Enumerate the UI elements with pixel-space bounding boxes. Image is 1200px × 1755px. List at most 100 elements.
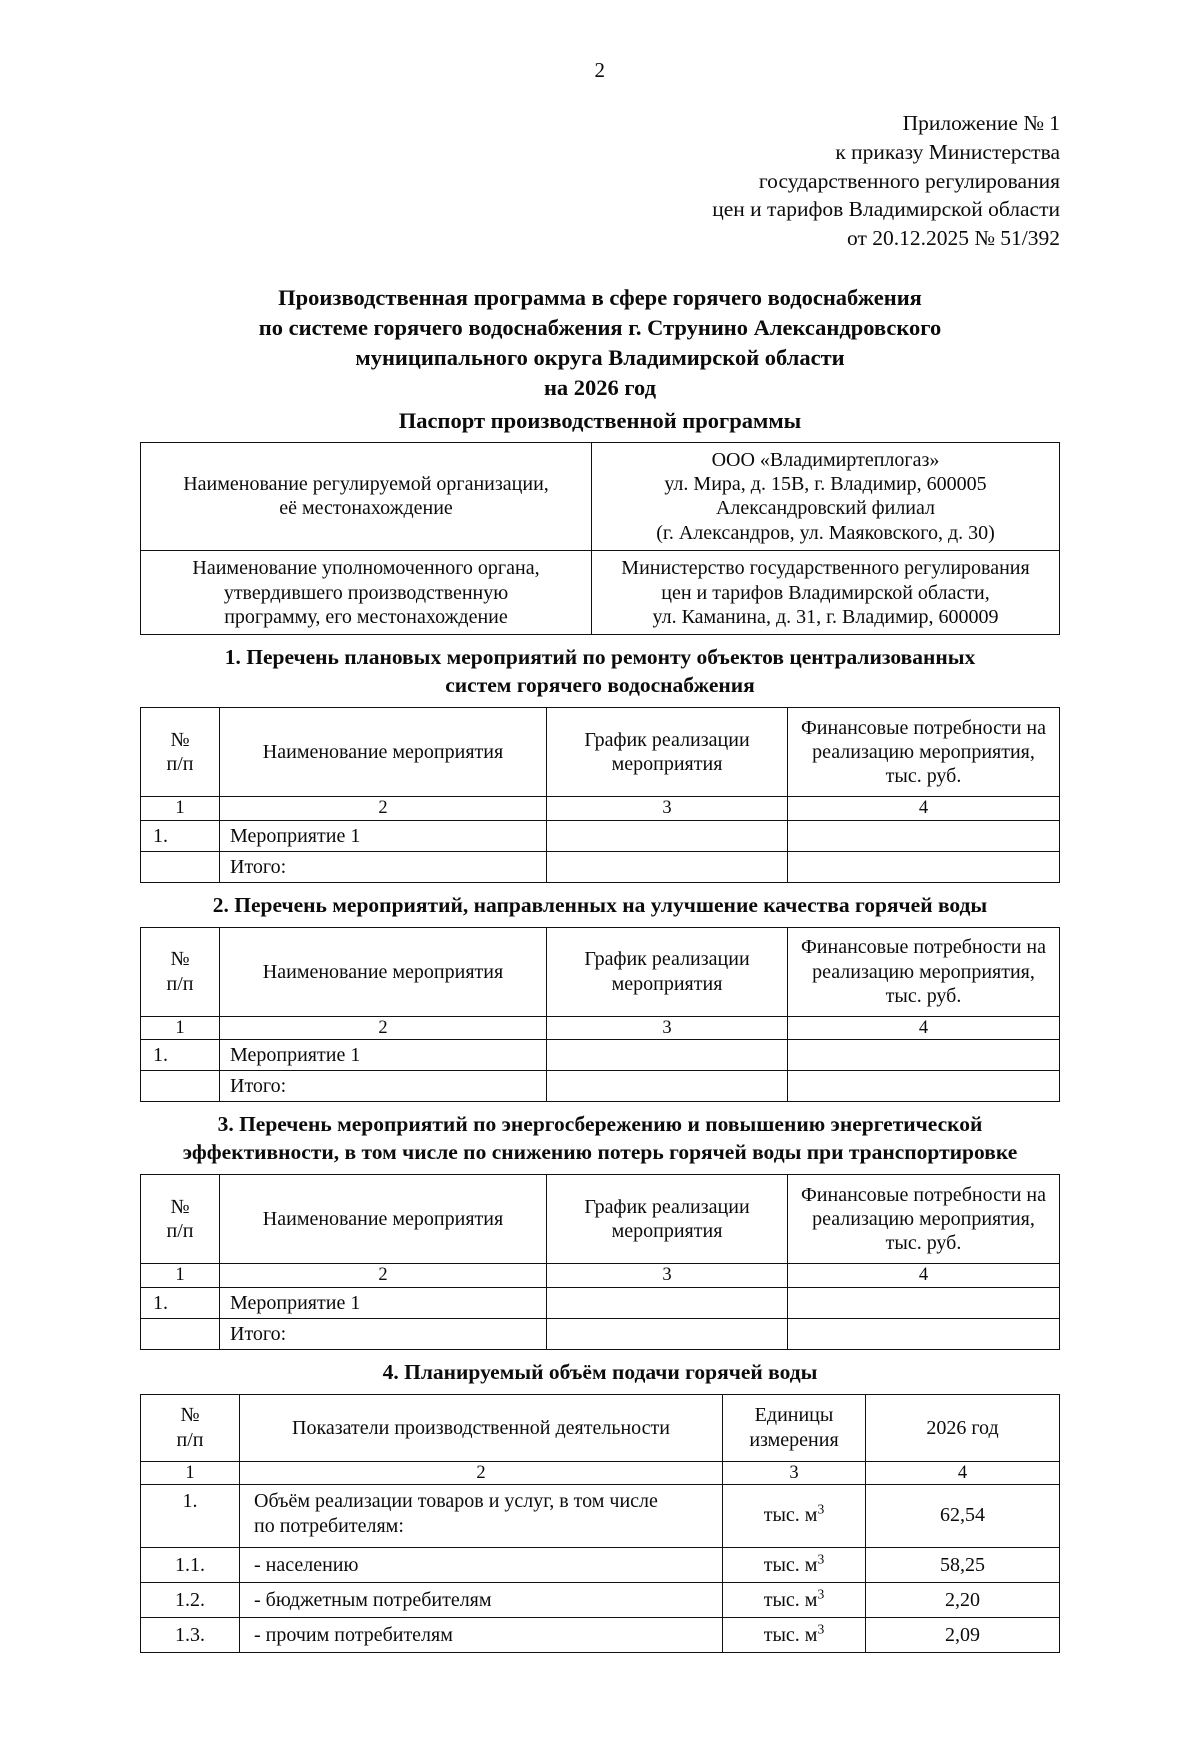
column-header-measure-name: Наименование мероприятия <box>219 1174 547 1265</box>
row-indicator-name: - прочим потребителям <box>239 1617 723 1654</box>
document-title-line-1: Производственная программа в сфере горяч… <box>278 284 922 310</box>
appendix-line-5: от 20.12.2025 № 51/392 <box>847 226 1060 251</box>
col-index-3: 3 <box>546 1263 788 1288</box>
row-indicator-name: - бюджетным потребителям <box>239 1582 723 1619</box>
row-unit: тыс. м3 <box>722 1484 866 1549</box>
row-finance <box>787 1286 1060 1319</box>
row-indicator-name: Объём реализации товаров и услуг, в том … <box>239 1484 723 1549</box>
col-index-4: 4 <box>787 1263 1060 1288</box>
row-schedule <box>546 819 788 852</box>
row-schedule <box>546 1039 788 1072</box>
unit-exponent: 3 <box>817 1551 825 1567</box>
column-header-year: 2026 год <box>865 1393 1060 1462</box>
col-index-4: 4 <box>865 1460 1060 1486</box>
column-header-indicator: Показатели производственной деятельности <box>239 1393 723 1462</box>
document-title-line-4: на 2026 год <box>543 374 657 400</box>
table-row: 1.2. - бюджетным потребителям тыс. м3 2,… <box>140 1582 1060 1619</box>
page-number: 2 <box>594 58 606 82</box>
col-index-3: 3 <box>546 1015 788 1041</box>
row-number <box>140 1317 220 1350</box>
table-row: 1. Объём реализации товаров и услуг, в т… <box>140 1484 1060 1549</box>
col-index-3: 3 <box>546 796 788 821</box>
unit-exponent: 3 <box>817 1586 825 1602</box>
col-index-4: 4 <box>787 796 1060 821</box>
row-number: 1. <box>140 1484 240 1549</box>
col-index-2: 2 <box>219 1263 547 1288</box>
col-index-1: 1 <box>140 1263 220 1288</box>
column-header-measure-name: Наименование мероприятия <box>219 707 547 798</box>
appendix-line-3: государственного регулирования <box>758 168 1060 193</box>
row-total-label: Итого: <box>219 1070 547 1103</box>
passport-table: Наименование регулируемой организации,её… <box>140 441 1060 636</box>
table-row: 1.1. - населению тыс. м3 58,25 <box>140 1547 1060 1584</box>
col-index-1: 1 <box>140 1460 240 1486</box>
unit-exponent: 3 <box>817 1501 825 1517</box>
passport-label-organization: Наименование регулируемой организации,её… <box>140 441 592 552</box>
unit-base: тыс. м <box>763 1554 818 1577</box>
row-schedule <box>546 850 788 883</box>
row-value-2026: 62,54 <box>865 1484 1060 1549</box>
table-row: Итого: <box>140 1317 1060 1350</box>
row-number <box>140 850 220 883</box>
row-measure-name: Мероприятие 1 <box>219 1286 547 1319</box>
row-total-label: Итого: <box>219 1317 547 1350</box>
row-number: 1.1. <box>140 1547 240 1584</box>
passport-section-title: Паспорт производственной программы <box>398 407 802 433</box>
passport-value-organization: ООО «Владимиртеплогаз»ул. Мира, д. 15В, … <box>591 441 1060 552</box>
row-schedule <box>546 1286 788 1319</box>
row-unit: тыс. м3 <box>722 1617 866 1654</box>
row-schedule <box>546 1317 788 1350</box>
row-number: 1.2. <box>140 1582 240 1619</box>
row-total-label: Итого: <box>219 850 547 883</box>
row-number: 1.3. <box>140 1617 240 1654</box>
column-numbering-row: 1 2 3 4 <box>140 796 1060 821</box>
row-finance <box>787 850 1060 883</box>
section-3-heading: 3. Перечень мероприятий по энергосбереже… <box>182 1112 1018 1165</box>
table-row: 1. Мероприятие 1 <box>140 1286 1060 1319</box>
row-indicator-name: - населению <box>239 1547 723 1584</box>
appendix-line-2: к приказу Министерства <box>835 139 1060 164</box>
row-finance <box>787 1039 1060 1072</box>
appendix-line-4: цен и тарифов Владимирской области <box>712 197 1060 222</box>
row-unit: тыс. м3 <box>722 1547 866 1584</box>
section-1-heading: 1. Перечень плановых мероприятий по ремо… <box>224 645 976 698</box>
column-numbering-row: 1 2 3 4 <box>140 1263 1060 1288</box>
col-index-3: 3 <box>722 1460 866 1486</box>
row-measure-name: Мероприятие 1 <box>219 1039 547 1072</box>
table-row: Итого: <box>140 850 1060 883</box>
unit-exponent: 3 <box>817 1621 825 1637</box>
table-row: 1. Мероприятие 1 <box>140 1039 1060 1072</box>
document-page: 2 Приложение № 1 к приказу Министерства … <box>0 58 1200 1755</box>
table-row: Итого: <box>140 1070 1060 1103</box>
passport-label-authority: Наименование уполномоченного органа,утве… <box>140 550 592 636</box>
table-row: 1.3. - прочим потребителям тыс. м3 2,09 <box>140 1617 1060 1654</box>
column-header-measure-name: Наименование мероприятия <box>219 926 547 1017</box>
col-index-4: 4 <box>787 1015 1060 1041</box>
unit-base: тыс. м <box>763 1624 818 1647</box>
row-number <box>140 1070 220 1103</box>
col-index-1: 1 <box>140 796 220 821</box>
col-index-2: 2 <box>219 1015 547 1041</box>
row-unit: тыс. м3 <box>722 1582 866 1619</box>
column-numbering-row: 1 2 3 4 <box>140 1015 1060 1041</box>
row-number: 1. <box>140 1286 220 1319</box>
section-2-heading: 2. Перечень мероприятий, направленных на… <box>212 892 988 917</box>
unit-base: тыс. м <box>763 1589 818 1612</box>
row-number: 1. <box>140 1039 220 1072</box>
row-finance <box>787 1317 1060 1350</box>
